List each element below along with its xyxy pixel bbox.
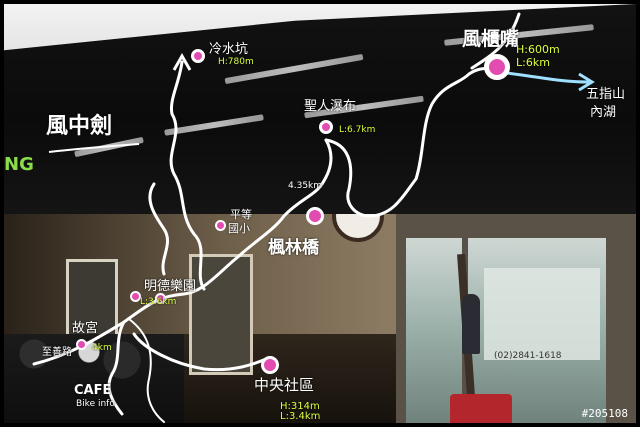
station-label-pingdeng-a: 平等 [230,208,252,221]
door-phone-number: (02)2841-1618 [494,351,562,361]
station-marker [191,49,205,63]
station-stats-h: H:600m [516,43,560,56]
station-label-fengguizui: 風櫃嘴 [462,28,520,50]
station-label-gugong: 故宮 [72,321,99,336]
route-upper [324,64,498,218]
station-stats-h: H:314m [280,401,320,412]
station-marker [306,207,324,225]
route-branch-cafe [132,332,268,372]
route-map [32,12,595,423]
station-stats: L:6.7km [339,125,376,135]
station-marker [261,356,279,374]
door-poster [484,268,600,360]
route-north-arrowhead [172,52,192,71]
cafe-title: CAFE [74,383,112,398]
photo: 風中劍 NG 冷水坑 H:780m 風櫃嘴 H:600m L:6km 五指山 內… [4,4,636,423]
station-label-pingdeng-b: 國小 [228,222,250,235]
station-stats-l: L:3.4km [280,411,321,422]
cafe-subtitle: Bike info [76,399,115,409]
route-branch-left [148,182,170,276]
station-marker [215,220,226,231]
station-marker [484,54,510,80]
station-marker [130,291,141,302]
exit-label-line2: 內湖 [590,105,617,120]
station-stats: H:780m [218,57,254,67]
red-planter [450,394,512,423]
partial-left-text: NG [4,154,34,175]
route-north-east [470,12,521,70]
station-marker [76,339,87,350]
station-label-shengren: 聖人瀑布 [304,99,357,114]
route-trail-thin [128,318,165,423]
route-main [32,138,333,366]
route-branch-south [107,320,126,416]
distance-label: 4.35km [288,181,323,191]
station-label-lengshuikeng: 冷水坑 [209,42,249,57]
station-stats-l: L:6km [516,56,550,69]
cafe-patrons [4,334,184,423]
exit-label-line1: 五指山 [586,87,626,102]
station-stats: 4km [92,343,112,353]
station-label-zhongyang: 中央社區 [254,376,315,394]
person-behind-glass [462,294,480,354]
station-stats: L:3.6km [140,297,177,307]
station-marker [319,120,333,134]
route-right-arrowhead [578,72,595,92]
route-north [169,60,206,291]
map-title: 風中劍 [46,114,113,139]
station-label-mingde: 明德樂園 [144,279,197,294]
photo-watermark: #205108 [581,407,628,420]
station-marker [155,293,166,304]
station-label-fenglin: 楓林橋 [268,238,319,258]
title-underline [48,143,140,153]
road-label: 至善路 [42,347,72,358]
route-right-arrow [498,70,590,84]
